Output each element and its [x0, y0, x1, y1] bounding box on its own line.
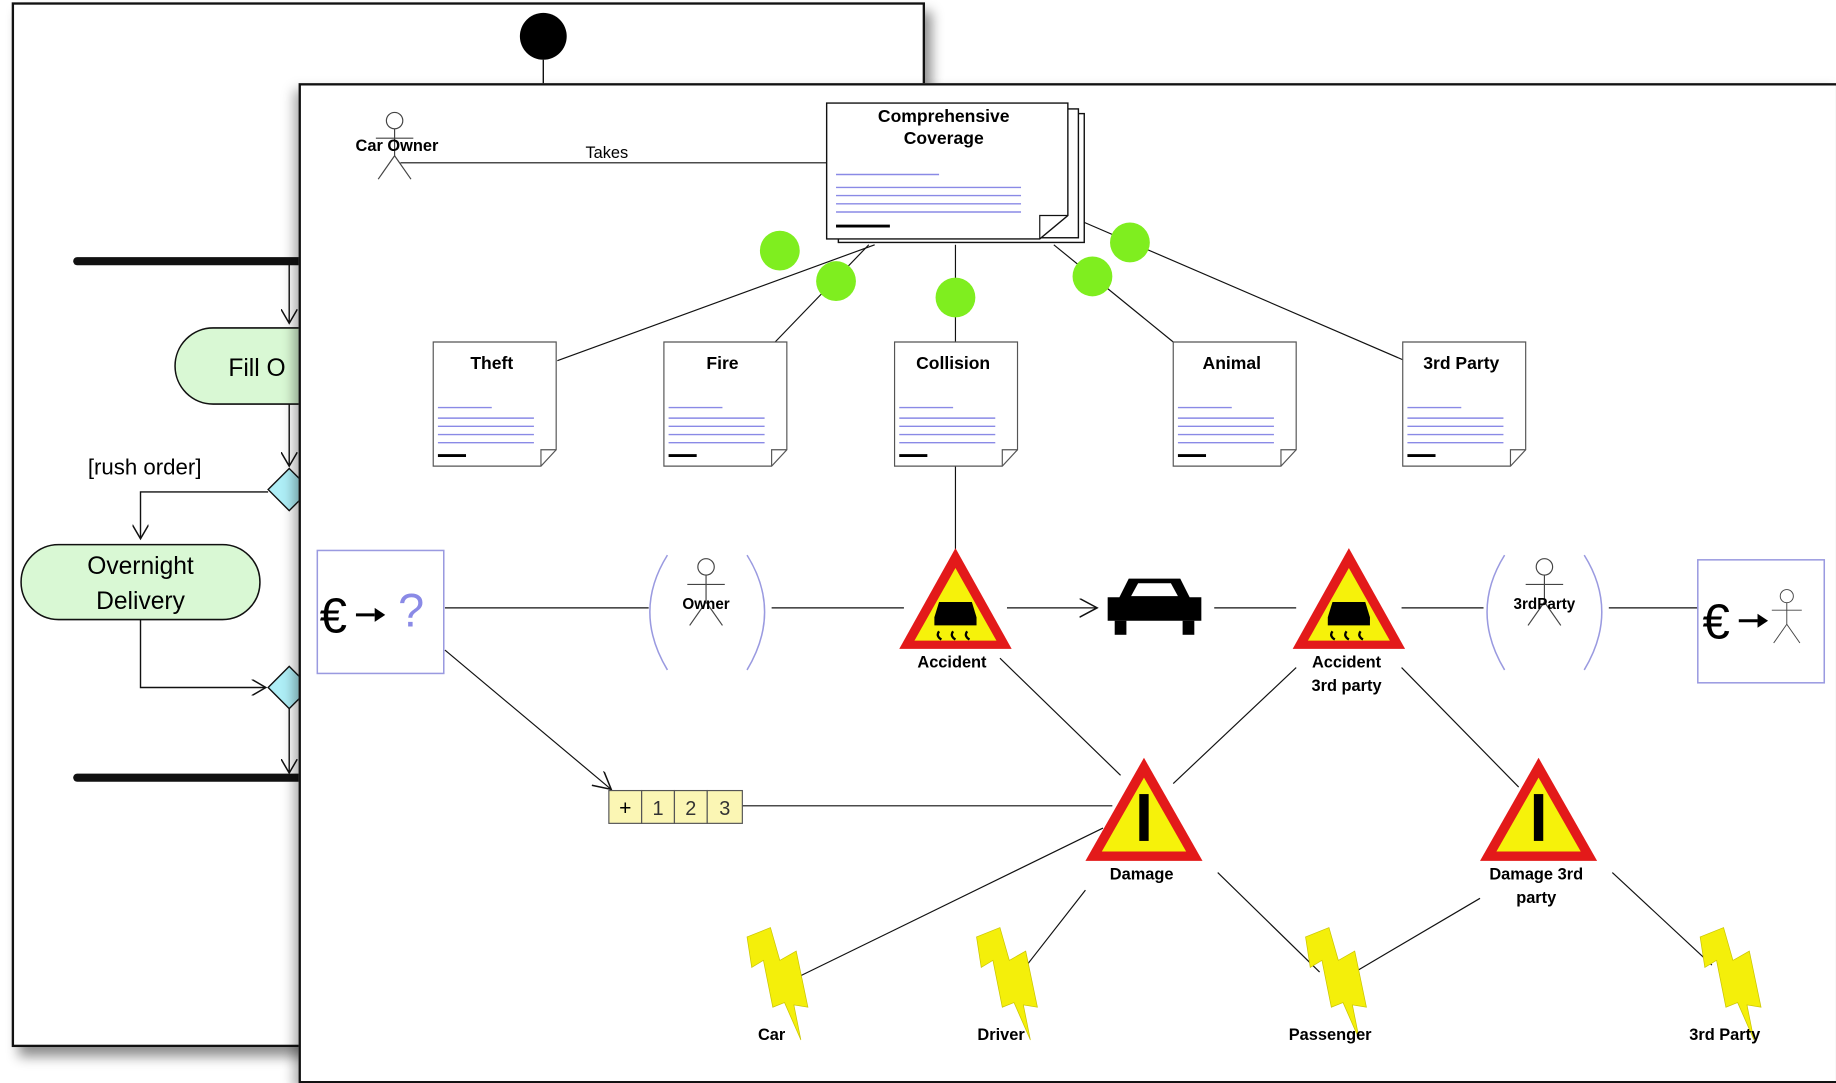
outcome-passenger-label: Passenger [1289, 1026, 1372, 1044]
outcome-car-label: Car [758, 1026, 786, 1044]
accident-label: Accident [917, 654, 987, 672]
insurance-diagram-panel: Car Owner Takes Comprehensive Coverage [298, 83, 1836, 1083]
payout-person-box[interactable]: € [1697, 559, 1826, 684]
green-dot-collision[interactable] [935, 277, 976, 318]
fill-order-label: Fill O [228, 355, 285, 382]
collision-label: Collision [916, 353, 990, 373]
overnight-delivery-activity[interactable]: Overnight Delivery [20, 543, 261, 621]
connector-accident-damage [999, 657, 1121, 776]
owner-label: Owner [682, 596, 729, 613]
lightning-bolt-icon [746, 927, 809, 1041]
fill-order-activity[interactable]: Fill O [174, 327, 320, 405]
connector-damage3rd-thirdparty [1611, 872, 1713, 966]
overnight-label-line2: Delivery [96, 588, 185, 615]
counter-plus-label: + [619, 797, 631, 820]
connector-payout-counter [444, 649, 611, 789]
third-party-actor-label: 3rdParty [1514, 596, 1576, 613]
damage-event[interactable]: Damage [1085, 757, 1203, 884]
counter-cell-plus[interactable] [608, 789, 643, 824]
lightning-bolt-icon [1699, 927, 1762, 1041]
accident-3rd-party-event[interactable]: Accident 3rd party [1292, 548, 1406, 695]
initial-node [519, 12, 567, 60]
payout-unknown-box[interactable]: € ? [316, 549, 445, 675]
fire-doc[interactable]: Fire [663, 341, 788, 467]
comprehensive-coverage-doc[interactable]: Comprehensive Coverage [825, 102, 1085, 244]
connector-coverage-theft [557, 244, 875, 362]
damage-warning-icon [1085, 757, 1203, 861]
connector-accident3rd-damage3rd [1401, 667, 1520, 788]
connector-damage-car [798, 827, 1104, 978]
third-party-actor[interactable]: 3rdParty [1486, 554, 1603, 671]
animal-doc[interactable]: Animal [1172, 341, 1297, 467]
third-party-doc-label: 3rd Party [1423, 353, 1499, 373]
accident-3rd-label-line2: 3rd party [1312, 677, 1383, 695]
outcome-passenger[interactable]: Passenger [1289, 927, 1372, 1044]
theft-label: Theft [470, 353, 513, 373]
theft-doc[interactable]: Theft [432, 341, 557, 467]
damage-counter[interactable]: + 1 2 3 [608, 789, 743, 824]
outcome-third-party[interactable]: 3rd Party [1689, 927, 1762, 1044]
green-dot-animal[interactable] [1072, 256, 1113, 297]
flow-decision-to-overnight [141, 491, 269, 539]
animal-label: Animal [1203, 353, 1262, 373]
rush-order-guard: [rush order] [88, 454, 202, 479]
euro-symbol-left: € [320, 588, 347, 643]
connector-damage-passenger [1217, 872, 1321, 973]
counter-cell-1[interactable] [641, 789, 676, 824]
damage-3rd-label-line2: party [1516, 889, 1557, 907]
takes-label: Takes [585, 144, 628, 162]
right-arrow-icon [1738, 613, 1769, 628]
question-mark: ? [398, 585, 424, 637]
right-arrow-icon [355, 607, 386, 622]
counter-2-label: 2 [685, 798, 696, 820]
car-owner-label: Car Owner [356, 137, 439, 155]
fire-label: Fire [706, 353, 738, 373]
coverage-title-line1: Comprehensive [878, 106, 1010, 126]
connector-accident3rd-damage [1172, 667, 1297, 784]
counter-3-label: 3 [719, 798, 730, 820]
outcome-driver[interactable]: Driver [976, 927, 1038, 1044]
connector-damage3rd-passenger [1354, 897, 1481, 973]
damage-3rd-party-event[interactable]: Damage 3rd party [1480, 757, 1598, 907]
counter-1-label: 1 [653, 798, 664, 820]
green-dot-theft[interactable] [759, 230, 800, 271]
damage-3rd-warning-icon [1480, 757, 1598, 861]
car-owner-actor[interactable]: Car Owner [356, 111, 439, 180]
car-icon[interactable] [1107, 578, 1202, 635]
overnight-label-line1: Overnight [87, 553, 194, 580]
connector-coverage-animal [1053, 244, 1174, 343]
warning-sign-icon [899, 548, 1012, 649]
owner-actor[interactable]: Owner [649, 554, 766, 671]
damage-3rd-label-line1: Damage 3rd [1489, 866, 1583, 884]
lightning-bolt-icon [1305, 927, 1367, 1041]
outcome-car[interactable]: Car [746, 927, 809, 1044]
third-party-doc[interactable]: 3rd Party [1402, 341, 1527, 467]
counter-cell-3[interactable] [706, 789, 743, 824]
euro-symbol-right: € [1702, 594, 1729, 649]
connector-damage-driver [1026, 889, 1086, 966]
outcome-third-party-label: 3rd Party [1689, 1026, 1761, 1044]
lightning-bolt-icon [976, 927, 1038, 1041]
damage-label: Damage [1110, 866, 1174, 884]
warning-sign-3rd-icon [1292, 548, 1406, 649]
flow-overnight-to-merge [139, 619, 266, 688]
accident-3rd-label-line1: Accident [1312, 654, 1382, 672]
coverage-title-line2: Coverage [904, 128, 984, 148]
collision-doc[interactable]: Collision [893, 341, 1019, 467]
accident-event[interactable]: Accident [899, 548, 1012, 672]
green-dot-fire[interactable] [816, 261, 856, 301]
outcome-driver-label: Driver [977, 1026, 1025, 1044]
green-dot-third-party[interactable] [1110, 222, 1150, 263]
